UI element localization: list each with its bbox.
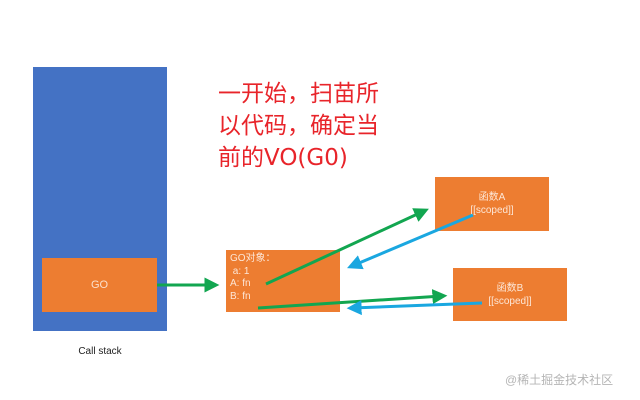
arrow-function-b-scope-to-go [346,300,483,316]
frame-label: GO [90,279,109,291]
global-object-prop-a: a: 1 [230,265,250,277]
function-a-name: 函数A [478,192,506,203]
call-stack-label: Call stack [78,346,122,357]
function-a-scope: [[scoped]] [470,205,514,216]
global-object-box: GO对象： a: 1 A: fn B: fn [226,250,340,312]
global-object-title: GO对象： [230,253,276,264]
watermark: @稀土掘金技术社区 [505,373,614,387]
annotation-text: 一开始，扫苗所 以代码，确定当 前的VO(G0) [218,78,379,174]
annotation-line: 以代码，确定当 [218,113,379,139]
function-b-name: 函数B [496,282,524,294]
function-b-scope: [[scoped]] [488,295,532,307]
annotation-line: 一开始，扫苗所 [218,81,379,107]
arrow-A-to-function-a [265,208,429,286]
function-b-box: 函数B [[scoped]] [453,268,567,321]
call-stack-frame-go: GO [42,258,157,312]
arrow-function-a-scope-to-go [347,213,474,270]
annotation-line: 前的VO(G0) [218,145,348,171]
global-object-prop-B: B: fn [230,290,251,302]
global-object-prop-A: A: fn [230,278,251,289]
